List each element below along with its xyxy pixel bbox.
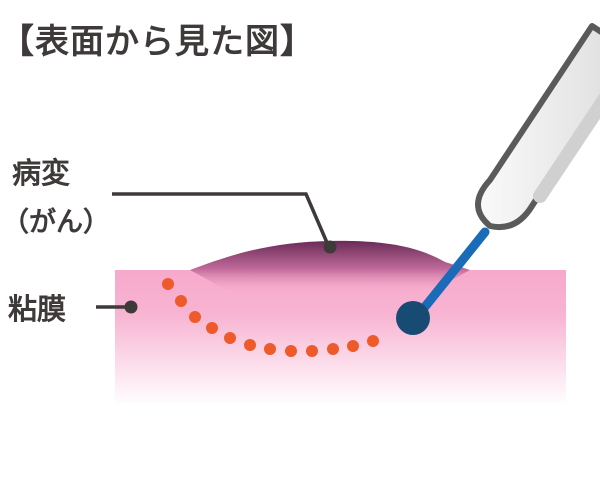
lesion-sublabel: （がん）: [2, 207, 110, 238]
mucosa-leader-dot: [124, 300, 138, 314]
lesion-leader-line: [112, 192, 330, 246]
mucosa-label: 粘膜: [8, 292, 67, 326]
electrosurgical-knife-icon: [396, 23, 600, 335]
marking-dots: [162, 278, 379, 357]
lesion-label: 病変: [12, 156, 71, 190]
diagram-title: 【表面から見た図】: [0, 22, 315, 62]
lesion-area: [190, 240, 470, 292]
lesion-leader-dot: [323, 240, 337, 254]
